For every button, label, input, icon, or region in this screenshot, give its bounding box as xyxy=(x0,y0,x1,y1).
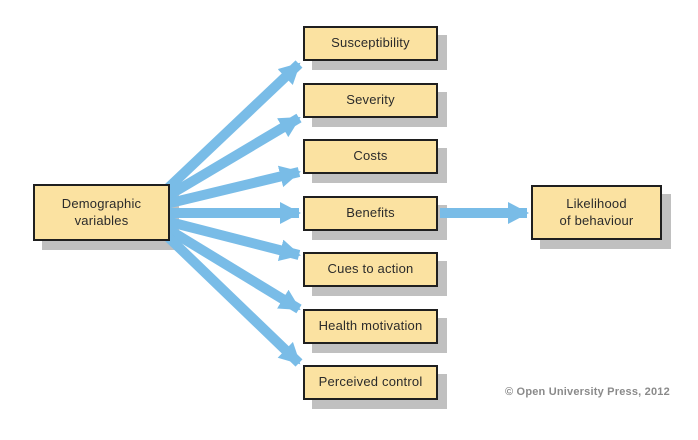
copyright-credit: © Open University Press, 2012 xyxy=(505,386,670,398)
box-cues-to-action: Cues to action xyxy=(303,252,438,287)
box-demographic-variables: Demographic variables xyxy=(33,184,170,241)
box-susceptibility: Susceptibility xyxy=(303,26,438,61)
box-label: Perceived control xyxy=(318,374,423,390)
arrow-demographic-to-cues-to-action xyxy=(164,216,301,261)
arrow-demographic-to-health-motivation xyxy=(163,223,302,314)
box-health-motivation: Health motivation xyxy=(303,309,438,344)
box-label-line: Likelihood xyxy=(566,196,627,212)
arrow-demographic-to-severity xyxy=(163,113,302,202)
box-severity: Severity xyxy=(303,83,438,118)
box-label: Benefits xyxy=(346,205,395,221)
box-label: Costs xyxy=(353,148,388,164)
box-label-line: variables xyxy=(74,212,129,228)
box-label-line: of behaviour xyxy=(559,212,634,228)
box-label-line: Demographic xyxy=(61,196,142,212)
box-label: Susceptibility xyxy=(331,35,410,51)
arrow-demographic-to-susceptibility xyxy=(162,60,303,194)
box-costs: Costs xyxy=(303,139,438,174)
box-benefits: Benefits xyxy=(303,196,438,231)
box-label: Severity xyxy=(346,92,395,108)
arrow-demographic-to-costs xyxy=(164,165,301,209)
box-label: Cues to action xyxy=(327,261,414,277)
arrow-demographic-to-perceived-control xyxy=(162,231,303,367)
box-perceived-control: Perceived control xyxy=(303,365,438,400)
box-label: Health motivation xyxy=(318,318,423,334)
box-likelihood-of-behaviour: Likelihood of behaviour xyxy=(531,185,662,240)
